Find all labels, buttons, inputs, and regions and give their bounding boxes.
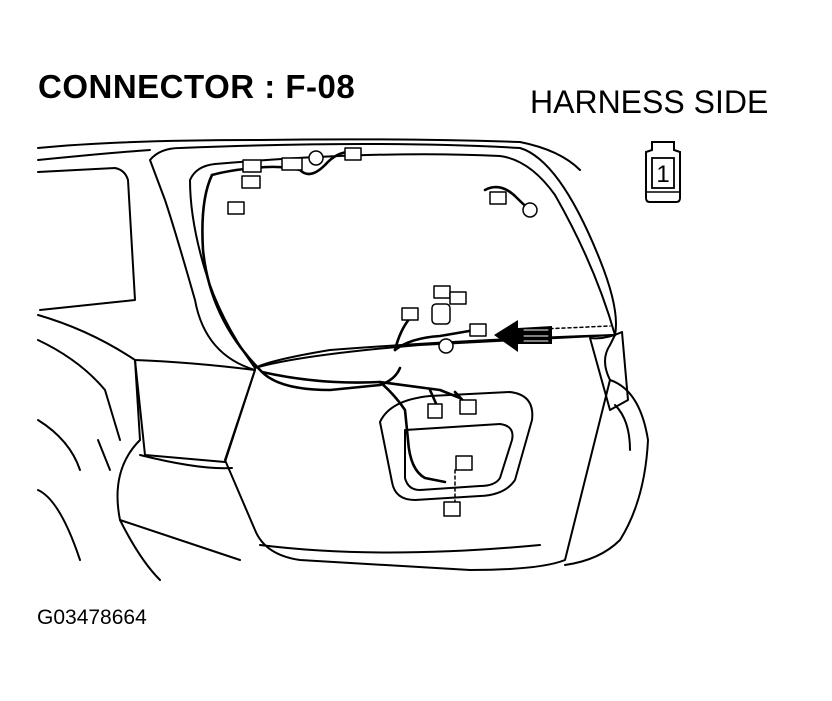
connector-block [449, 291, 467, 305]
connector-block [489, 191, 507, 205]
connector-block [455, 455, 473, 471]
connector-block [431, 303, 451, 325]
figure-code: G03478664 [37, 606, 147, 629]
tail-lamp-left [134, 359, 256, 463]
connector-block [242, 159, 262, 173]
connector-block [427, 403, 443, 419]
connector-f08 [469, 323, 487, 337]
harness-side-label: HARNESS SIDE [530, 84, 769, 120]
connector-block [227, 201, 245, 215]
location-arrow [494, 320, 552, 352]
liftgate-outline [149, 143, 617, 571]
connector-block [241, 175, 261, 189]
roof-outline [37, 138, 581, 171]
license-plate-recess [379, 391, 534, 501]
connector-block [433, 285, 451, 299]
connector-block [459, 399, 477, 415]
connector-block [443, 501, 461, 517]
side-window [37, 167, 136, 311]
connector-title: CONNECTOR : F-08 [38, 68, 356, 105]
grommet [308, 150, 324, 166]
grommet [522, 202, 538, 218]
connector-face-icon: 1 [645, 141, 681, 203]
connector-block [401, 307, 419, 321]
wiring-harness [201, 150, 532, 484]
connector-block [344, 147, 362, 161]
body-side [37, 314, 161, 581]
connector-block [281, 157, 303, 171]
grommet [438, 338, 454, 354]
tail-lamp-right [589, 331, 629, 411]
connector-pin-number: 1 [656, 161, 669, 188]
